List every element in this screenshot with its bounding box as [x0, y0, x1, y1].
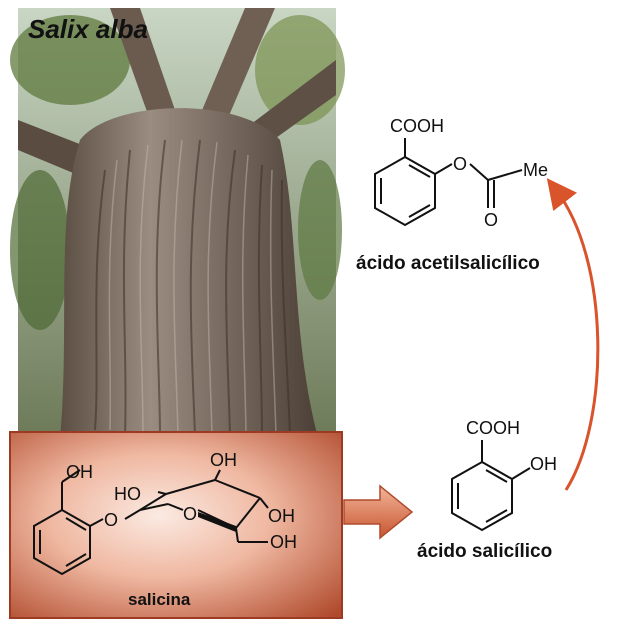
acetylsalicylic-acid-caption: ácido acetilsalicílico: [356, 253, 540, 274]
salicylic-acid-structure: [451, 440, 531, 532]
salicin-aryl-o: O: [104, 510, 118, 530]
acetyl-carbonyl-o: O: [484, 210, 498, 230]
salicylic-acid-caption: ácido salicílico: [417, 541, 553, 562]
conversion-arrow: [343, 484, 414, 540]
species-label: Salix alba: [28, 14, 148, 44]
salicylic-cooh: COOH: [466, 418, 520, 438]
salicin-benzyl-oh: OH: [66, 462, 93, 482]
acetylation-curve-arrow: [546, 178, 600, 491]
salicin-structure: [33, 469, 269, 576]
salicin-ring-o: O: [183, 504, 197, 524]
acetyl-methyl: Me: [523, 160, 548, 180]
salicin-caption: salicina: [128, 590, 191, 609]
salicin-wedge-bond: [198, 512, 236, 532]
salicin-box: [9, 431, 343, 619]
acetylsalicylic-acid-structure: [374, 138, 523, 227]
tree-photo: [10, 8, 345, 438]
salicin-c4-oh: OH: [268, 506, 295, 526]
salicin-c2-ho: HO: [114, 484, 141, 504]
salicin-c3-oh: OH: [210, 450, 237, 470]
salicin-c6-oh: OH: [270, 532, 297, 552]
salicylic-oh: OH: [530, 454, 557, 474]
acetyl-cooh: COOH: [390, 116, 444, 136]
acetyl-ester-o: O: [453, 154, 467, 174]
